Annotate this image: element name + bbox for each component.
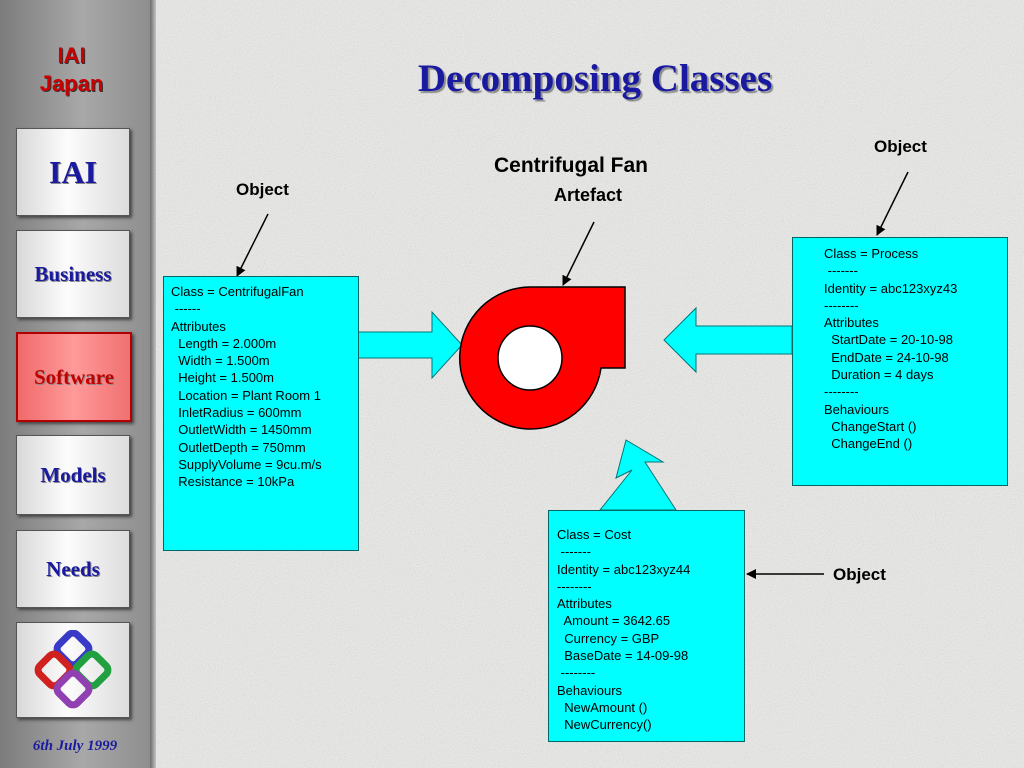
- box-line: Identity = abc123xyz43: [824, 280, 958, 296]
- box-line: StartDate = 20-10-98: [824, 332, 953, 348]
- center-title: Centrifugal Fan: [494, 154, 649, 177]
- nav-models-label: Models: [40, 462, 106, 487]
- box-line: Class = CentrifugalFan: [171, 284, 304, 299]
- box-line: Resistance = 10kPa: [171, 474, 295, 490]
- box-line: Attributes: [171, 318, 226, 334]
- box-line: OutletWidth = 1450mm: [171, 422, 312, 438]
- box-line: Behaviours: [824, 401, 890, 417]
- nav-iai-button[interactable]: IAI: [16, 128, 130, 216]
- box-line: Class = Process: [824, 246, 919, 261]
- box-line: Length = 2.000m: [171, 335, 277, 351]
- box-line: Height = 1.500m: [171, 370, 274, 386]
- box-line: OutletDepth = 750mm: [171, 439, 306, 455]
- interlocked-rings-logo-icon: [34, 630, 112, 709]
- center-subtitle: Artefact: [554, 185, 623, 205]
- org-name: IAI Japan: [0, 42, 143, 98]
- box-line: --------: [557, 665, 596, 681]
- label-object-right-top: Object: [874, 137, 927, 156]
- box-line: Behaviours: [557, 682, 623, 698]
- object-pointer-right-top: [876, 171, 909, 236]
- box-line: ------: [171, 301, 201, 317]
- box-line: SupplyVolume = 9cu.m/s: [171, 456, 322, 472]
- org-line-2: Japan: [39, 71, 104, 96]
- slide-title: Decomposing Classes: [417, 57, 773, 100]
- nav-needs-label: Needs: [46, 556, 100, 581]
- box-line: --------: [557, 578, 592, 594]
- label-object-right-bottom: Object: [833, 565, 886, 584]
- box-line: -------: [824, 263, 858, 279]
- artefact-pointer: [562, 221, 595, 286]
- box-line: Location = Plant Room 1: [171, 387, 321, 403]
- nav-iai-label: IAI: [48, 153, 97, 190]
- nav-software-button[interactable]: Software: [16, 332, 132, 422]
- centrifugal-fan-icon: [458, 286, 626, 430]
- box-line: Identity = abc123xyz44: [557, 561, 691, 577]
- box-line: -------: [557, 544, 591, 560]
- box-line: Currency = GBP: [557, 630, 660, 646]
- box-line: NewCurrency(): [557, 717, 652, 733]
- box-line: BaseDate = 14-09-98: [557, 648, 689, 664]
- box-line: ChangeStart (): [824, 418, 917, 434]
- box-line: Amount = 3642.65: [557, 613, 671, 629]
- nav-models-button[interactable]: Models: [16, 435, 130, 515]
- object-pointer-left: [236, 213, 269, 277]
- input-arrow-right: [663, 306, 793, 374]
- box-line: InletRadius = 600mm: [171, 405, 302, 421]
- class-box-process: Class = Process ------- Identity = abc12…: [792, 237, 1008, 486]
- box-line: Duration = 4 days: [824, 367, 934, 383]
- logo-panel: [16, 622, 130, 718]
- box-line: Attributes: [557, 596, 612, 612]
- box-line: ChangeEnd (): [824, 436, 913, 452]
- box-line: --------: [824, 297, 859, 313]
- box-line: EndDate = 24-10-98: [824, 349, 949, 365]
- class-box-cost: Class = Cost ------- Identity = abc123xy…: [548, 510, 745, 742]
- class-box-centrifugalfan: Class = CentrifugalFan ------ Attributes…: [163, 276, 359, 551]
- box-line: NewAmount (): [557, 699, 648, 715]
- slide-date: 6th July 1999: [32, 738, 118, 754]
- box-line: --------: [824, 384, 859, 400]
- nav-needs-button[interactable]: Needs: [16, 530, 130, 608]
- nav-software-label: Software: [33, 364, 115, 389]
- box-line: Attributes: [824, 315, 879, 331]
- label-object-left: Object: [236, 180, 289, 199]
- nav-business-button[interactable]: Business: [16, 230, 130, 318]
- org-line-1: IAI: [57, 43, 86, 68]
- sidebar-edge: [150, 0, 156, 768]
- input-arrow-bottom: [598, 439, 677, 511]
- box-line: Width = 1.500m: [171, 353, 270, 369]
- input-arrow-left: [357, 310, 463, 380]
- box-line: Class = Cost: [557, 527, 632, 542]
- nav-business-label: Business: [34, 261, 112, 286]
